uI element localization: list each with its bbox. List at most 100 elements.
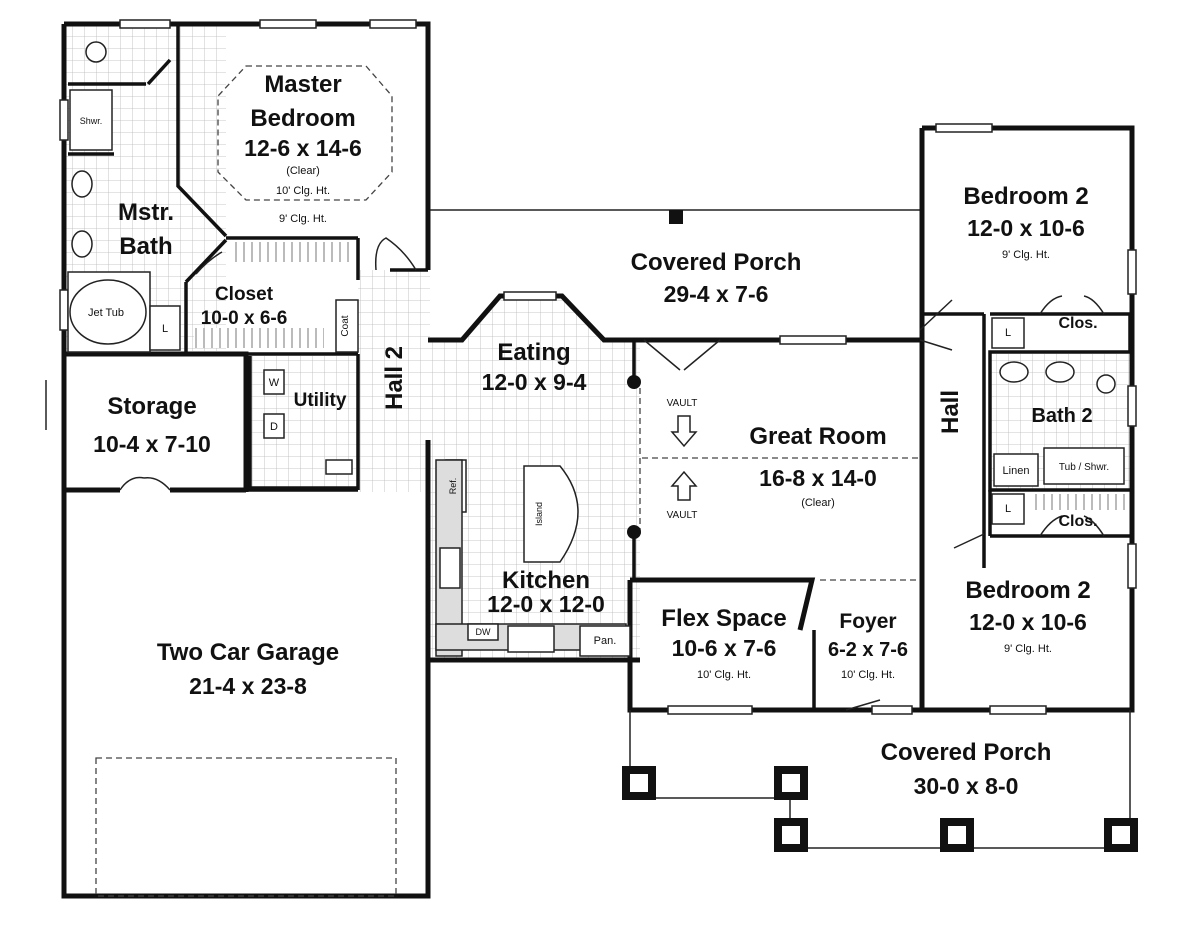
sink-master-2 — [71, 230, 93, 258]
great-room-name: Great Room — [749, 423, 886, 450]
master-bedroom-name-1: Master — [264, 71, 341, 98]
vault-arrow-up — [670, 470, 698, 501]
closet-walls — [184, 236, 360, 356]
master-linen-label: L — [162, 323, 168, 335]
utility-name: Utility — [294, 390, 347, 411]
great-room-column-bottom — [627, 525, 641, 539]
closet-dims: 10-0 x 6-6 — [201, 308, 288, 329]
bedroom-2-top-linen-label: L — [1005, 327, 1011, 339]
sink-master-1 — [71, 170, 93, 198]
dishwasher — [467, 623, 499, 641]
garage-name: Two Car Garage — [157, 639, 339, 666]
coat-closet — [335, 299, 359, 353]
closet-name: Closet — [215, 284, 274, 305]
closet-rod-top — [232, 242, 352, 262]
great-room-dims: 16-8 x 14-0 — [759, 465, 877, 491]
clos-top-label: Clos. — [1058, 315, 1097, 332]
shower-label: Shwr. — [80, 116, 103, 126]
master-bath-wall — [66, 24, 228, 356]
toilet-master — [85, 41, 107, 63]
bedroom-2-bottom-dims: 12-0 x 10-6 — [969, 609, 1087, 635]
bath-2-sink-2 — [1045, 361, 1075, 383]
garage-door-outline — [95, 757, 397, 897]
range — [439, 547, 461, 589]
bedroom-2-top-name: Bedroom 2 — [963, 183, 1088, 210]
bedroom-2-top-ceiling: 9' Clg. Ht. — [1002, 249, 1050, 261]
refrigerator-label: Ref. — [448, 478, 458, 495]
porch-columns — [622, 766, 1138, 852]
master-bedroom-name-2: Bedroom — [250, 105, 355, 132]
kitchen-name: Kitchen — [502, 567, 590, 594]
bath-2-linen — [993, 453, 1039, 487]
flex-space-dims: 10-6 x 7-6 — [672, 635, 777, 661]
dryer-label: D — [270, 421, 278, 433]
flex-space-ceiling: 10' Clg. Ht. — [697, 669, 751, 681]
master-bath-name-2: Bath — [119, 233, 172, 260]
storage-name: Storage — [107, 393, 196, 420]
front-porch-outline — [629, 710, 1131, 849]
kitchen-sink — [507, 625, 555, 653]
storage-dims: 10-4 x 7-10 — [93, 431, 211, 457]
hall-name: Hall — [937, 390, 964, 434]
master-linen — [149, 305, 181, 351]
master-bath-name-1: Mstr. — [118, 199, 174, 226]
bath-inner-wall — [68, 58, 172, 156]
bath-2-tub — [1043, 447, 1125, 485]
bedroom-2-bottom-closet-rod — [1030, 494, 1126, 510]
bedroom-2-top-dims: 12-0 x 10-6 — [967, 215, 1085, 241]
master-bedroom-dims: 12-6 x 14-6 — [244, 135, 362, 161]
exterior-wall-master — [64, 21, 431, 270]
vault-bottom-label: VAULT — [667, 510, 698, 521]
door-swings — [45, 237, 1105, 711]
washer — [263, 369, 285, 395]
washer-label: W — [269, 377, 280, 389]
kitchen-island — [523, 465, 579, 563]
dryer — [263, 413, 285, 439]
front-porch-name: Covered Porch — [881, 739, 1052, 766]
bedroom-2-top-linen — [991, 317, 1025, 349]
garage-dims: 21-4 x 23-8 — [189, 673, 307, 699]
rear-porch-post — [669, 210, 683, 224]
jet-tub-basin — [69, 279, 147, 345]
vault-arrow-down — [670, 415, 698, 448]
pantry-label: Pan. — [594, 635, 617, 647]
foyer-dims: 6-2 x 7-6 — [828, 639, 908, 661]
rear-porch-name: Covered Porch — [631, 249, 802, 276]
master-bedroom-note: (Clear) — [286, 165, 320, 177]
jet-tub-label: Jet Tub — [88, 307, 124, 319]
bedroom-2-bottom-ceiling: 9' Clg. Ht. — [1004, 643, 1052, 655]
utility-sink — [325, 459, 353, 475]
island-label: Island — [534, 502, 544, 526]
hall-2-name: Hall 2 — [381, 346, 408, 410]
hall-2-floor — [358, 270, 430, 492]
kitchen-left-wall — [425, 440, 640, 663]
master-tray-ceiling — [217, 65, 393, 201]
right-wing-wall — [919, 125, 1135, 713]
storage-top-wall — [64, 351, 249, 492]
coat-label: Coat — [340, 315, 351, 336]
hall-wall-right — [982, 490, 992, 568]
bedroom-2-bottom-linen — [991, 493, 1025, 525]
porch-column-caps — [630, 774, 1130, 844]
foyer-ceiling: 10' Clg. Ht. — [841, 669, 895, 681]
bath-2-toilet — [1096, 374, 1116, 394]
master-bedroom-ceiling-outer: 9' Clg. Ht. — [279, 213, 327, 225]
shower-stall — [69, 89, 113, 151]
bedroom-2-top-bottom-wall — [924, 312, 1132, 538]
foyer-name: Foyer — [839, 610, 896, 633]
bedroom-2-bottom-linen-label: L — [1005, 503, 1011, 515]
flex-space-name: Flex Space — [661, 605, 786, 632]
linen-label: Linen — [1003, 465, 1030, 477]
eating-name: Eating — [497, 339, 570, 366]
dishwasher-label: DW — [476, 627, 491, 637]
garage-left-wall — [61, 490, 431, 899]
windows — [59, 19, 1137, 715]
closet-rod-bottom — [194, 328, 324, 348]
great-room-note: (Clear) — [801, 497, 835, 509]
tub-shower-label: Tub / Shwr. — [1059, 462, 1109, 473]
front-porch-dims: 30-0 x 8-0 — [914, 773, 1019, 799]
bath-2-name: Bath 2 — [1031, 405, 1092, 427]
kitchen-dims: 12-0 x 12-0 — [487, 591, 605, 617]
pantry — [579, 625, 631, 657]
